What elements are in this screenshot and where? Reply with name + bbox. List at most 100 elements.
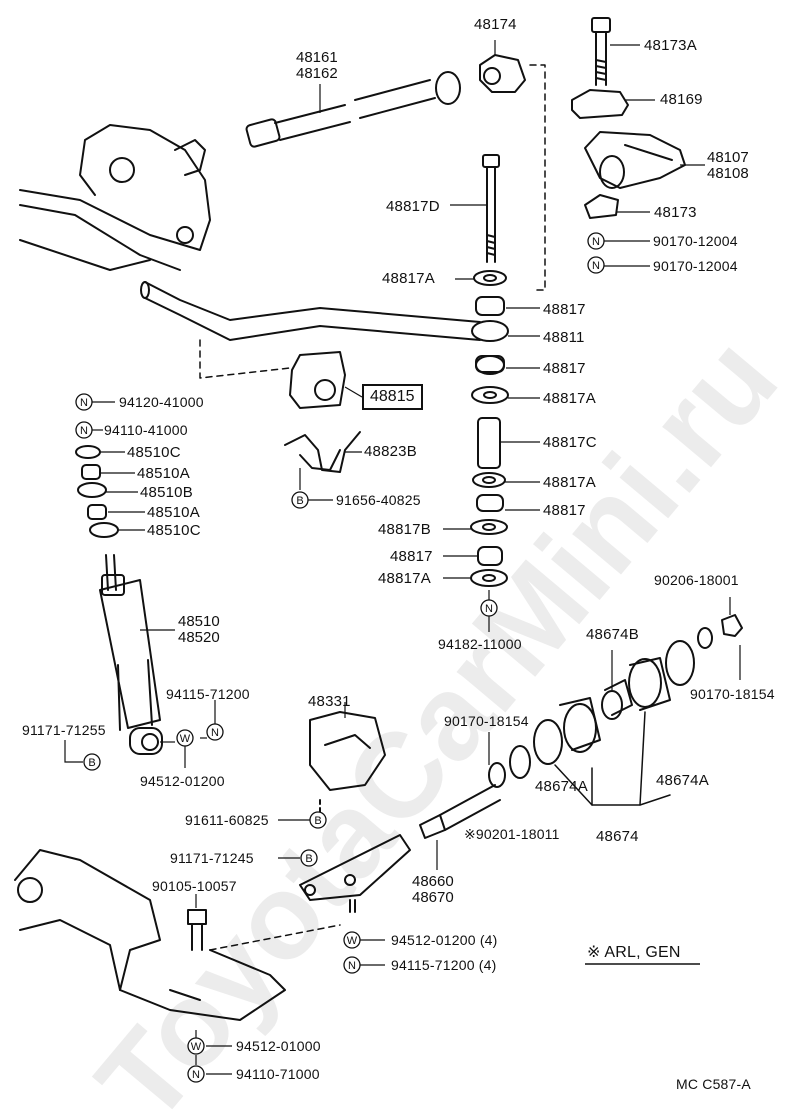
label-91611-60825: 91611-60825 [185, 812, 269, 828]
label-48811: 48811 [543, 329, 585, 346]
symbol-n-circle: N [187, 1065, 205, 1083]
label-90170-18154-a: 90170-18154 [444, 713, 529, 729]
label-94120-41000: 94120-41000 [119, 394, 204, 410]
svg-text:B: B [305, 853, 312, 865]
label-90170-12004-a: 90170-12004 [653, 233, 738, 249]
label-48674A-2: 48674A [656, 772, 709, 789]
label-48817-3: 48817 [543, 502, 586, 519]
part-48107-arm [584, 131, 686, 189]
label-48173: 48173 [654, 204, 697, 221]
label-48169: 48169 [660, 91, 703, 108]
label-48674: 48674 [596, 828, 639, 845]
label-48817-2: 48817 [543, 360, 586, 377]
label-48817-1: 48817 [543, 301, 586, 318]
label-90201-18011: ※90201-18011 [464, 826, 560, 842]
label-48331: 48331 [308, 693, 351, 710]
label-94110-71000: 94110-71000 [236, 1066, 320, 1082]
label-48108: 48108 [707, 165, 749, 182]
symbol-n-circle: N [206, 723, 224, 741]
label-94512-01200-a: 94512-01200 [140, 773, 225, 789]
svg-text:B: B [296, 495, 303, 507]
symbol-n-circle: N [480, 599, 498, 617]
part-48169 [571, 89, 629, 119]
label-94115-71200-b: 94115-71200 (4) [391, 957, 497, 973]
note-arl-gen: ※ ARL, GEN [587, 944, 681, 961]
frame-bracket-top [19, 124, 211, 271]
label-48660: 48660 [412, 873, 454, 890]
label-90105-10057: 90105-10057 [152, 878, 237, 894]
torsion-shaft [245, 71, 461, 148]
svg-text:N: N [211, 727, 219, 739]
svg-text:W: W [191, 1041, 202, 1053]
symbol-w-circle: W [343, 931, 361, 949]
symbol-w-circle: W [187, 1037, 205, 1055]
svg-text:N: N [80, 397, 88, 409]
diagram-code: MC C587-A [676, 1076, 751, 1092]
label-48817A-4: 48817A [378, 570, 431, 587]
label-48674B: 48674B [586, 626, 639, 643]
part-48174 [479, 54, 526, 93]
label-48510A-2: 48510A [147, 504, 200, 521]
stabilizer-link-stack [470, 270, 509, 587]
part-48823B-bracket [284, 431, 361, 473]
highlighted-part-48815[interactable]: 48815 [362, 384, 423, 410]
label-94512-01200-b: 94512-01200 (4) [391, 932, 498, 948]
symbol-n-circle: N [75, 421, 93, 439]
label-48510A-1: 48510A [137, 465, 190, 482]
label-94512-01000: 94512-01000 [236, 1038, 321, 1054]
label-90206-18001: 90206-18001 [654, 572, 739, 588]
label-48817A-1: 48817A [382, 270, 435, 287]
label-48817B: 48817B [378, 521, 431, 538]
label-48670: 48670 [412, 889, 454, 906]
symbol-w-circle: W [176, 729, 194, 747]
label-94110-41000: 94110-41000 [104, 422, 188, 438]
label-48173A: 48173A [644, 37, 697, 54]
svg-text:N: N [80, 425, 88, 437]
part-90105-bolt [187, 909, 207, 951]
svg-text:N: N [348, 960, 356, 972]
symbol-b-circle: B [83, 753, 101, 771]
label-91171-71245: 91171-71245 [170, 850, 254, 866]
part-48817D-bolt [482, 154, 500, 263]
label-48817C: 48817C [543, 434, 597, 451]
svg-text:N: N [592, 260, 600, 272]
label-48817A-2: 48817A [543, 390, 596, 407]
symbol-n-circle: N [587, 232, 605, 250]
label-94182-11000: 94182-11000 [438, 636, 522, 652]
svg-text:W: W [180, 733, 191, 745]
label-91656-40825: 91656-40825 [336, 492, 421, 508]
frame-bracket-bottom [14, 849, 286, 1021]
label-48174: 48174 [474, 16, 517, 33]
label-48510C-1: 48510C [127, 444, 181, 461]
label-48161: 48161 [296, 49, 338, 66]
svg-text:B: B [314, 815, 321, 827]
symbol-b-circle: B [309, 811, 327, 829]
svg-text:N: N [485, 603, 493, 615]
part-48331-bracket [309, 711, 386, 791]
label-48817D: 48817D [386, 198, 440, 215]
label-48520: 48520 [178, 629, 220, 646]
label-48510B: 48510B [140, 484, 193, 501]
label-91171-71255: 91171-71255 [22, 722, 106, 738]
shock-absorber [99, 554, 163, 755]
part-48815-bushing [289, 351, 346, 409]
symbol-b-circle: B [300, 849, 318, 867]
label-94115-71200-a: 94115-71200 [166, 686, 250, 702]
symbol-b-circle: B [291, 491, 309, 509]
track-rod-48660 [299, 784, 501, 913]
bushing-series-48674 [488, 614, 743, 788]
label-48817A-3: 48817A [543, 474, 596, 491]
part-48173 [584, 194, 619, 219]
label-48817-4: 48817 [390, 548, 433, 565]
label-90170-12004-b: 90170-12004 [653, 258, 738, 274]
svg-text:B: B [88, 757, 95, 769]
label-48510: 48510 [178, 613, 220, 630]
label-90170-18154-b: 90170-18154 [690, 686, 775, 702]
label-48674A-1: 48674A [535, 778, 588, 795]
symbol-n-circle: N [75, 393, 93, 411]
label-48162: 48162 [296, 65, 338, 82]
label-48823B: 48823B [364, 443, 417, 460]
label-48107: 48107 [707, 149, 749, 166]
